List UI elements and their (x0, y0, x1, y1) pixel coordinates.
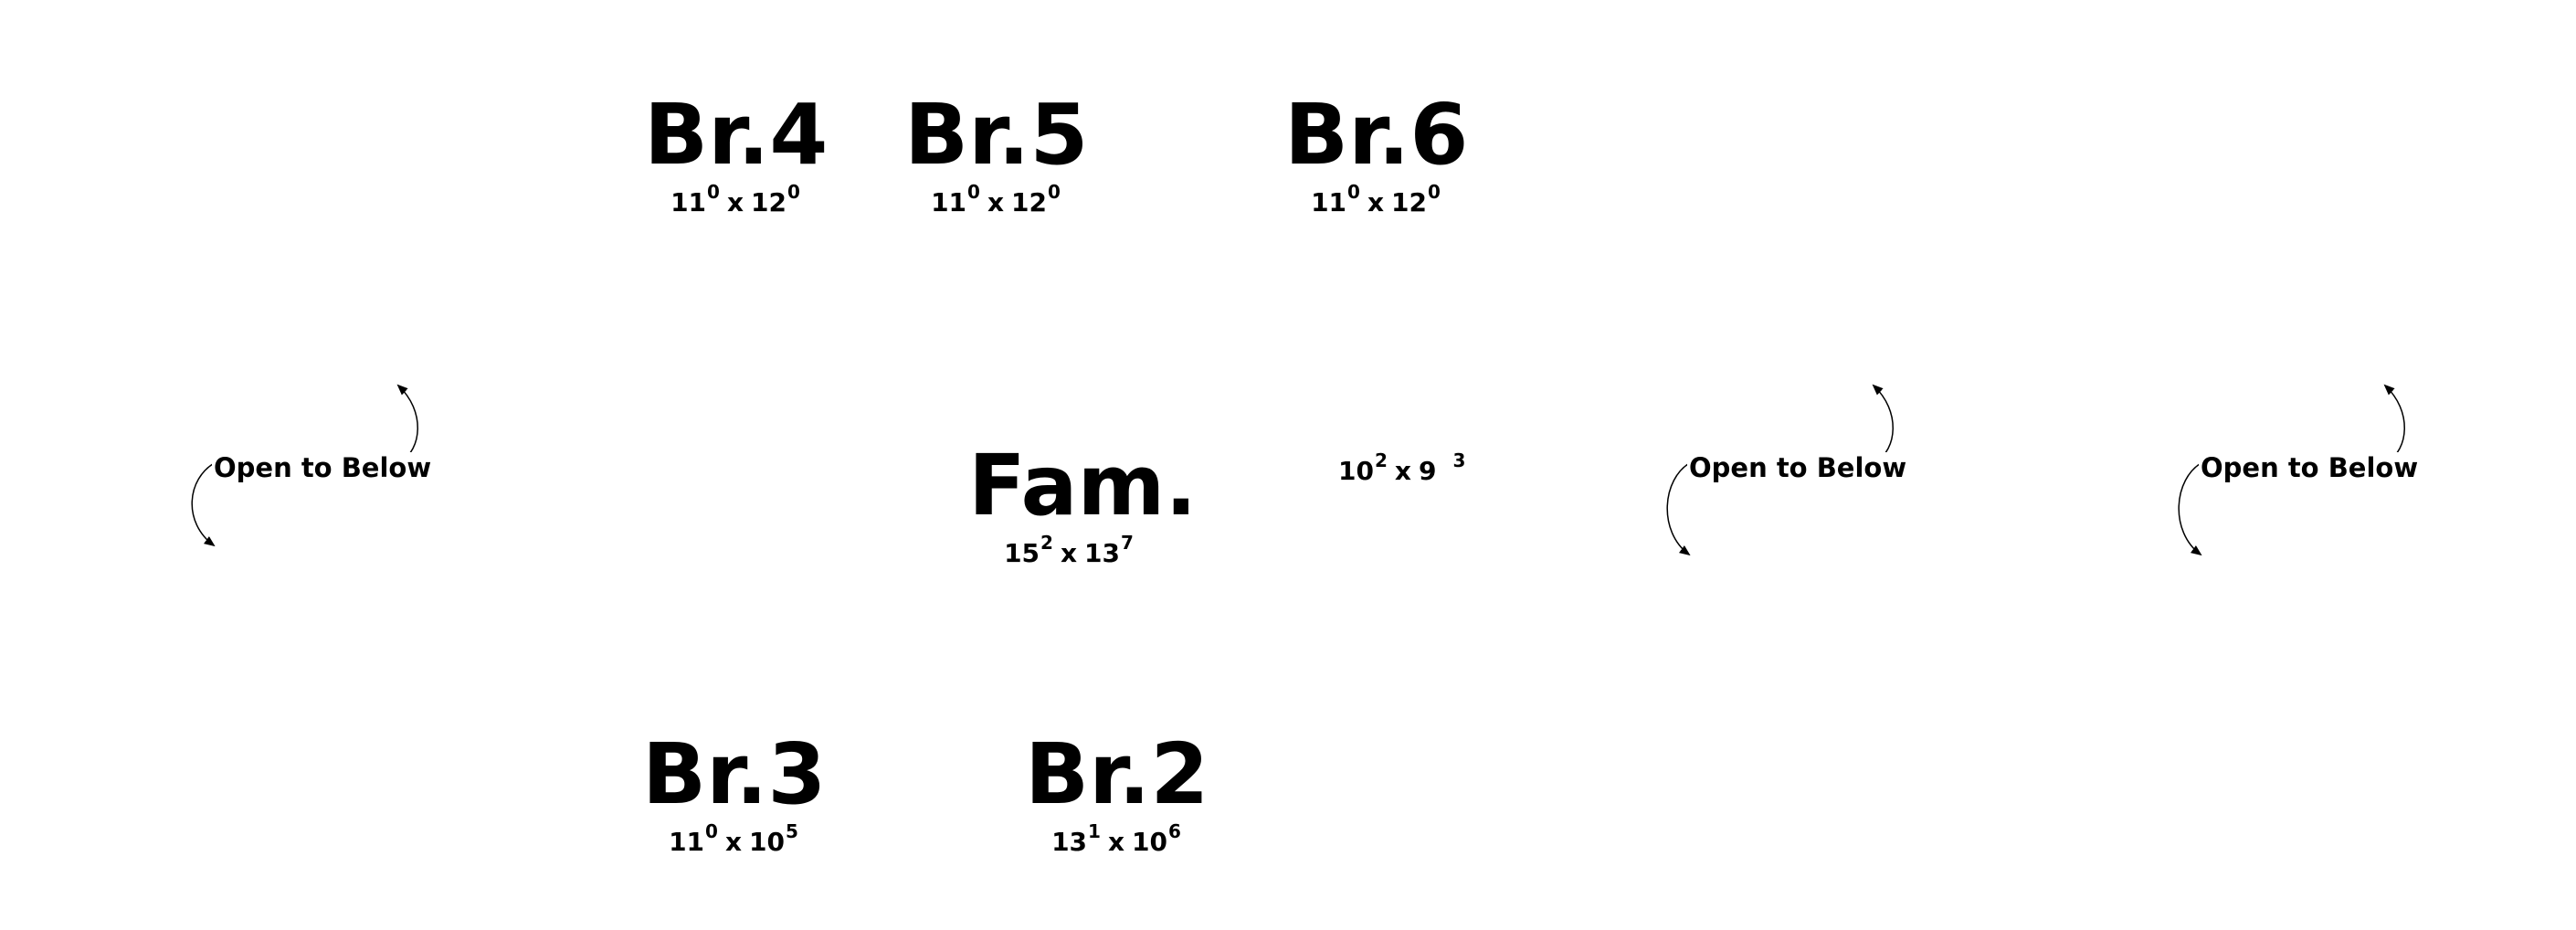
open-to-below-label: Open to Below (2199, 452, 2421, 483)
open-to-below-3: Open to Below (2170, 376, 2444, 559)
open-to-below-label: Open to Below (1687, 452, 1909, 483)
open-to-below-label: Open to Below (212, 452, 434, 483)
room-name: Fam. (968, 437, 1198, 534)
room-name: Br.6 (1284, 86, 1469, 184)
open-to-below-1: Open to Below (183, 376, 457, 559)
room-name: Br.3 (642, 725, 827, 823)
room-name: Br.2 (1025, 725, 1209, 823)
open-to-below-2: Open to Below (1658, 376, 1932, 559)
room-name: Br.5 (904, 86, 1089, 184)
room-name: Br.4 (644, 86, 829, 184)
